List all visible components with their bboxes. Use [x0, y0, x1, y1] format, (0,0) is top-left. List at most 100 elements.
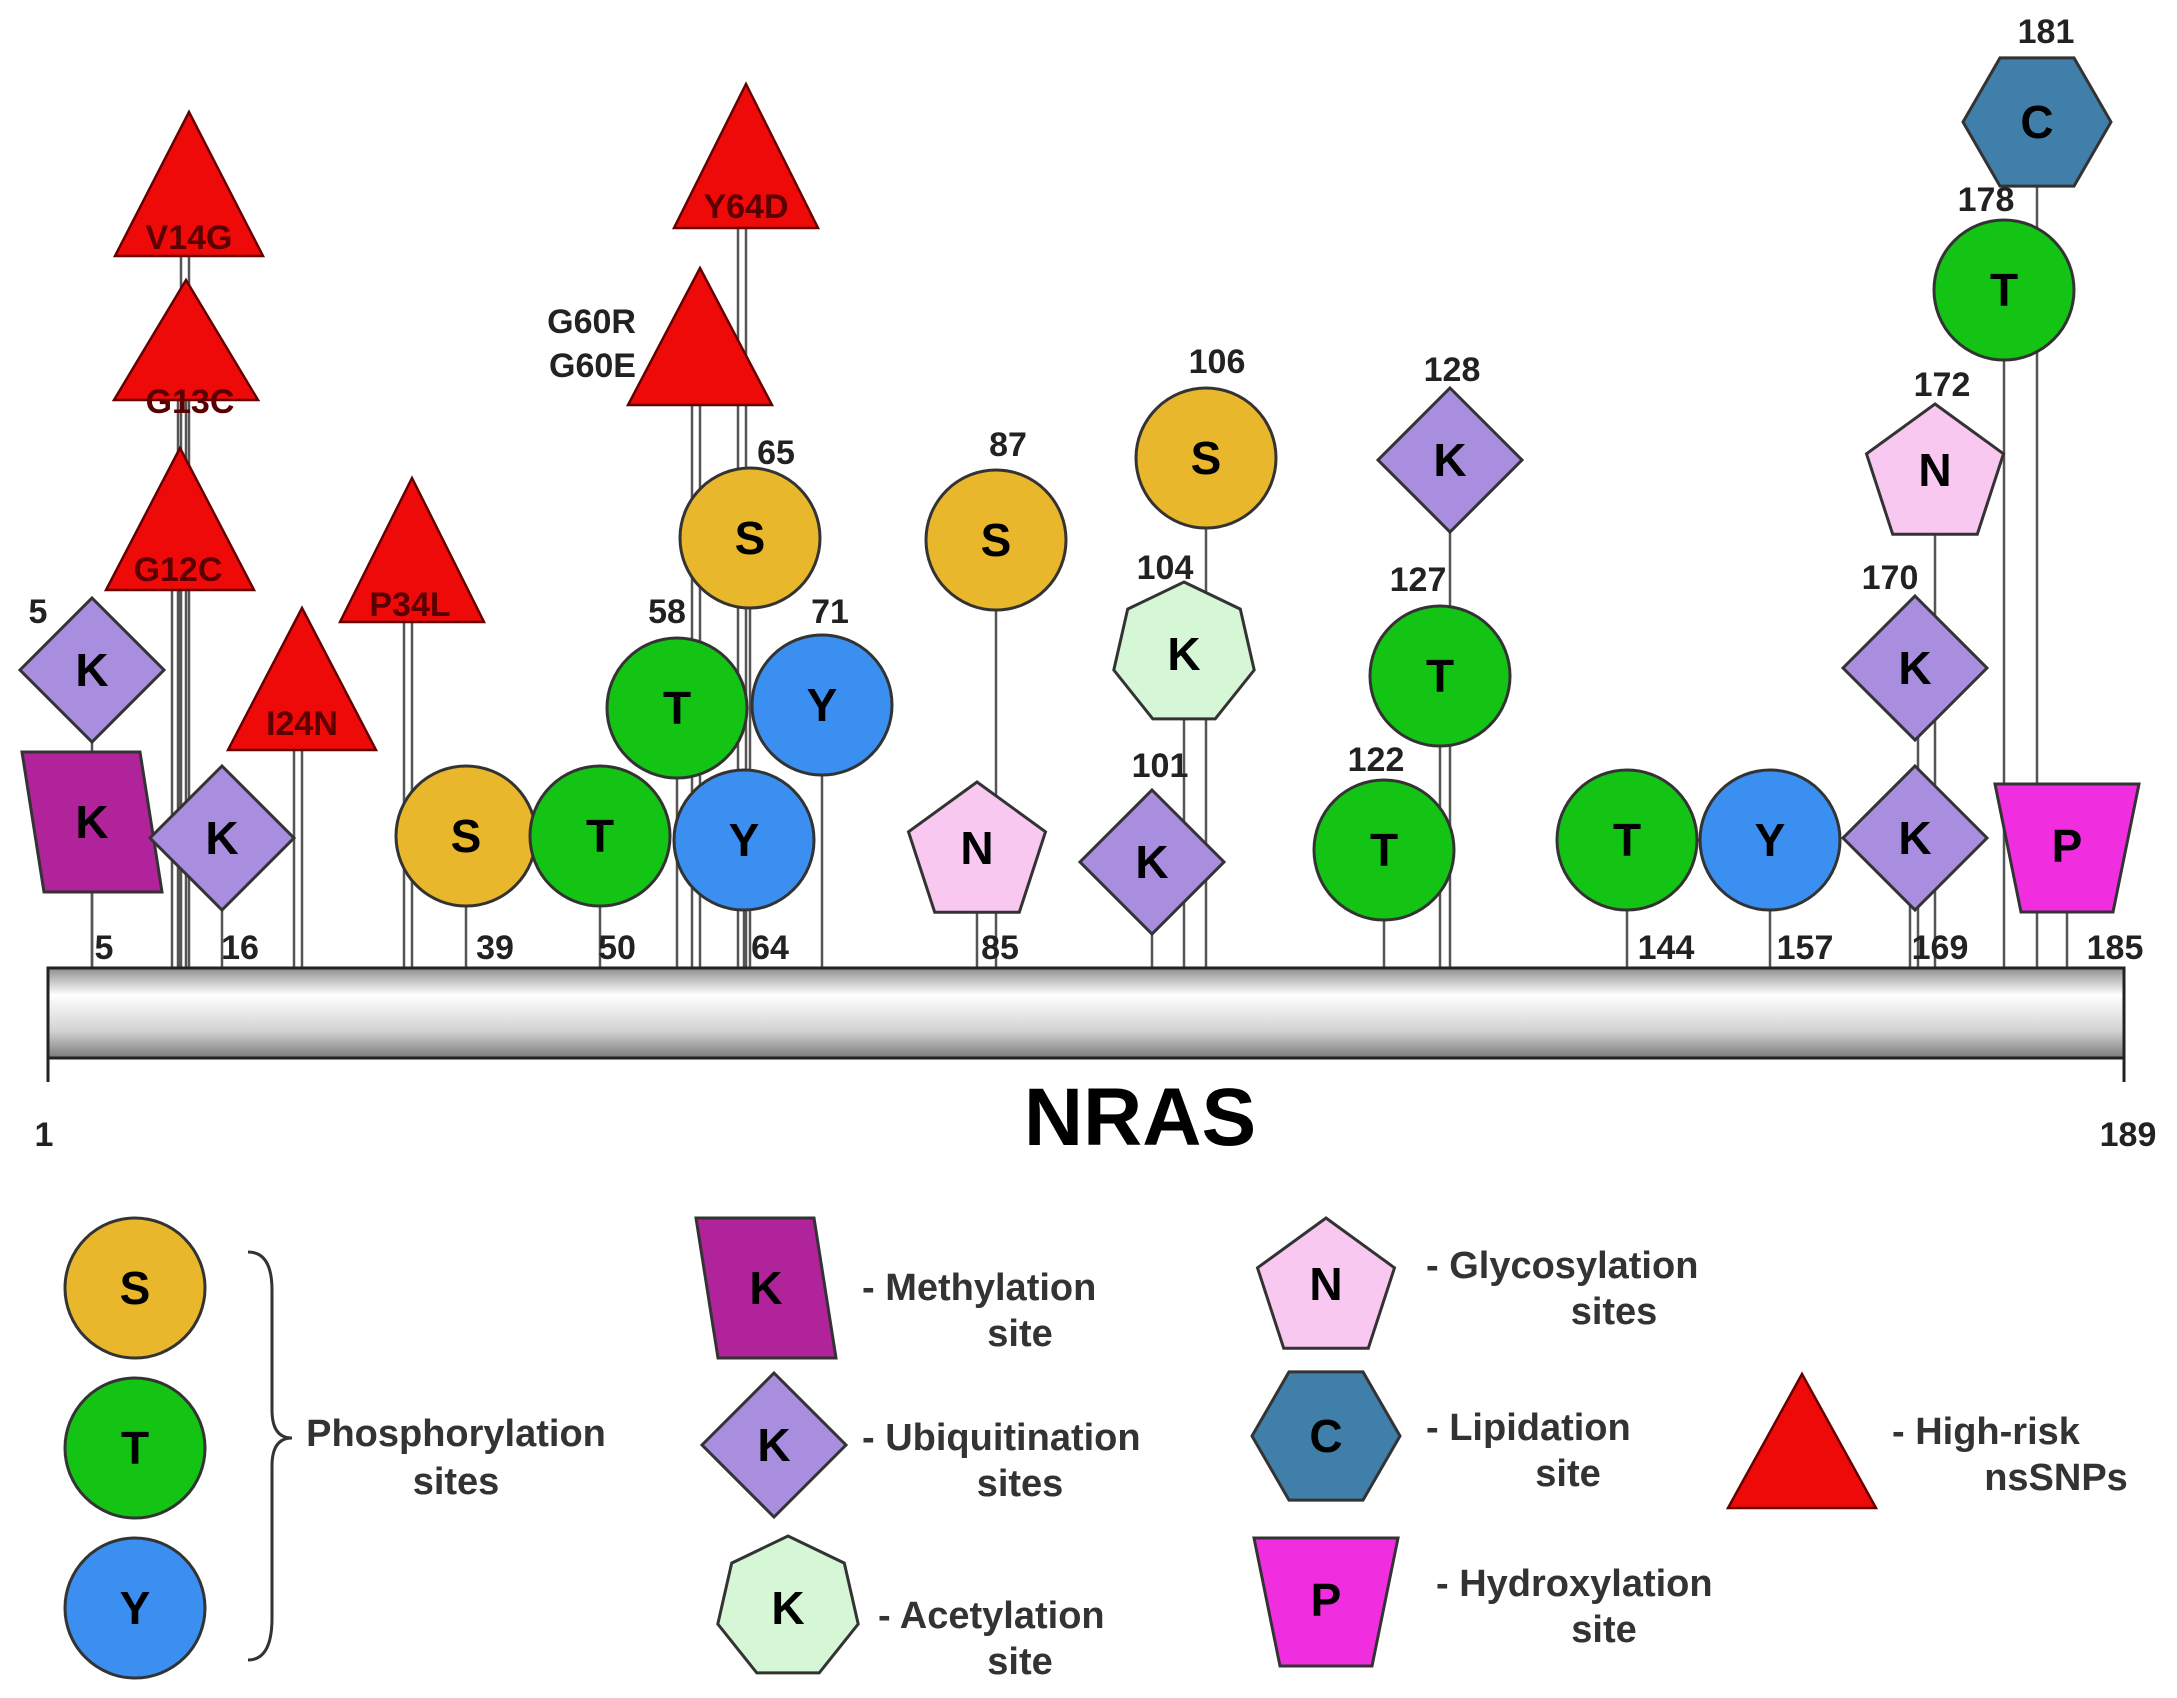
snp-P34L: P34L [337, 475, 487, 624]
site-letter: K [75, 796, 108, 848]
site-position-label: 181 [2018, 13, 2075, 51]
snp-V14G: V14G [112, 109, 266, 258]
site-position-label: 101 [1132, 747, 1189, 785]
site-position-label: 39 [476, 929, 514, 967]
snp-triangle [103, 445, 257, 592]
diamond-shape [1840, 763, 1990, 913]
snp-G12C: G12C [103, 445, 257, 592]
legend-acetyl-shape [716, 1534, 860, 1675]
site-phosphorylation-39: S [394, 764, 538, 908]
legend-brace [247, 1250, 293, 1662]
circle-shape [1312, 778, 1456, 922]
site-letter: N [1918, 444, 1951, 496]
snp-label-g60e: G60E [549, 347, 636, 385]
legend-lipid-label: site [1535, 1453, 1600, 1495]
legend-methyl-shape [694, 1216, 838, 1360]
legend-hydroxyl-label: site [1571, 1609, 1636, 1651]
site-ubiquitination-101: K [1077, 787, 1227, 937]
site-position-label: 127 [1390, 561, 1447, 599]
site-position-label: 71 [811, 593, 849, 631]
site-methylation-5: K [20, 750, 164, 894]
site-phosphorylation-157: Y [1698, 768, 1842, 912]
diamond-shape [17, 595, 167, 745]
site-position-label: 5 [29, 593, 48, 631]
circle-shape [678, 466, 822, 610]
site-letter: K [1433, 434, 1466, 486]
site-letter: T [1613, 814, 1641, 866]
site-ubiquitination-16: K [147, 763, 297, 913]
circle-shape [1368, 604, 1512, 748]
site-letter: K [1135, 836, 1168, 888]
site-ubiquitination-169: K [1840, 763, 1990, 913]
site-phosphorylation-144: T [1555, 768, 1699, 912]
legend-glyco-label: - Glycosylation [1426, 1245, 1698, 1287]
circle-shape [1698, 768, 1842, 912]
site-letter: T [1370, 824, 1398, 876]
snp-label: G13C [146, 383, 235, 421]
circle-shape [750, 633, 894, 777]
site-position-label: 128 [1424, 351, 1481, 389]
site-position-label: 185 [2087, 929, 2144, 967]
trapezoid-shape [1993, 782, 2141, 914]
site-acetylation-104: K [1112, 580, 1256, 721]
parallelogram-shape [20, 750, 164, 894]
site-lipidation-181: C [1961, 56, 2113, 188]
diamond-shape [699, 1370, 849, 1520]
protein-name: NRAS [1024, 1072, 1256, 1163]
site-position-label: 58 [648, 593, 686, 631]
site-position-label: 106 [1189, 343, 1246, 381]
site-position-label: 104 [1137, 549, 1194, 587]
site-ubiquitination-170: K [1840, 593, 1990, 743]
circle-shape [1555, 768, 1699, 912]
site-letter: S [735, 512, 766, 564]
snp-label: I24N [266, 705, 338, 743]
site-phosphorylation-106: S [1134, 386, 1278, 530]
site-letter: Y [807, 679, 838, 731]
protein-bar [46, 966, 2126, 1060]
legend-methyl-label: site [987, 1313, 1052, 1355]
site-letter: T [663, 682, 691, 734]
site-letter: P [2052, 820, 2083, 872]
pentagon-shape [906, 780, 1048, 914]
legend-phos-T [63, 1376, 207, 1520]
legend-acetyl-label: site [987, 1641, 1052, 1683]
legend-phos-S [63, 1216, 207, 1360]
snp-I24N: I24N [225, 605, 379, 752]
legend-glyco-label: sites [1571, 1291, 1658, 1333]
site-phosphorylation-58: T [605, 636, 749, 780]
circle-shape [605, 636, 749, 780]
site-letter: S [451, 810, 482, 862]
legend-snp-label: nsSNPs [1984, 1457, 2128, 1499]
site-letter: K [1167, 628, 1200, 680]
site-phosphorylation-65: S [678, 466, 822, 610]
protein-start-label: 1 [35, 1116, 54, 1154]
legend-phosphorylation-label: sites [413, 1461, 500, 1503]
snp-triangle [111, 277, 261, 402]
site-position-label: 50 [598, 929, 636, 967]
site-position-label: 169 [1912, 929, 1969, 967]
site-phosphorylation-87: S [924, 468, 1068, 612]
site-position-label: 157 [1777, 929, 1834, 967]
circle-shape [672, 768, 816, 912]
snp-G13C: G13C [111, 277, 261, 421]
legend-snp-label: - High-risk [1892, 1411, 2081, 1453]
site-position-label: 5 [95, 929, 114, 967]
snp-label: V14G [146, 219, 233, 257]
circle-shape [1932, 218, 2076, 362]
snp-triangle [337, 475, 487, 624]
site-glycosylation-172: N [1864, 402, 2006, 536]
diamond-shape [147, 763, 297, 913]
legend-ubiq-label: sites [977, 1463, 1064, 1505]
snp-G60R [625, 265, 775, 407]
snp-triangle [671, 81, 821, 230]
site-position-label: 87 [989, 426, 1027, 464]
circle-shape [924, 468, 1068, 612]
site-letter: S [981, 514, 1012, 566]
